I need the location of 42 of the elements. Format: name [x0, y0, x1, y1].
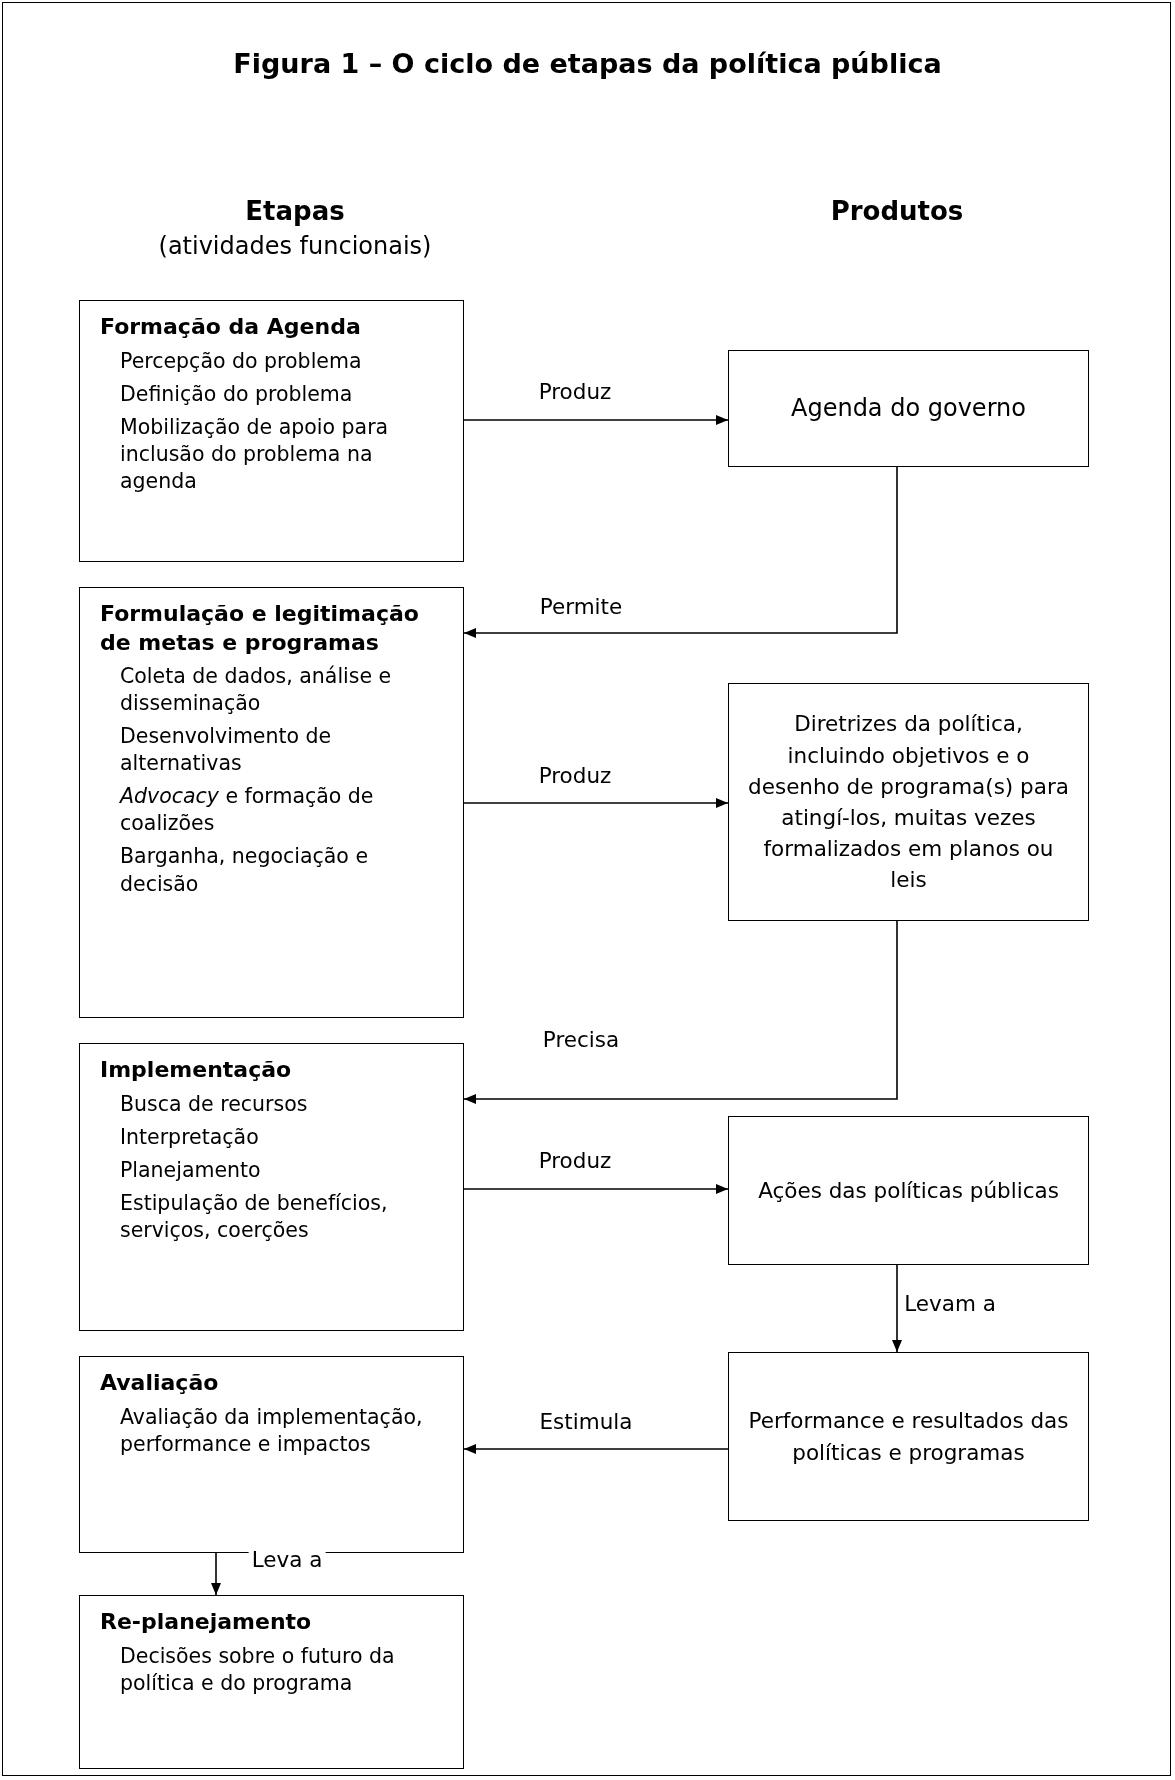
activity-text: Interpretação [120, 1123, 260, 1151]
arrow [463, 1184, 729, 1194]
activity-text: Planejamento [120, 1156, 262, 1184]
activity-text: Estipulação de benefícios, serviços, coerções [120, 1189, 389, 1244]
column-subheading: (atividades funcionais) [158, 232, 432, 260]
product-text: Diretrizes da política, incluindo objetivos e o desenho de programa(s) para atingí-los, muitas vezes formalizados em planos ou leis [747, 710, 1070, 895]
product-box [728, 350, 1089, 467]
activity-text: Barganha, negociação e decisão [120, 843, 370, 898]
product-text: Ações das políticas públicas [758, 1176, 1059, 1205]
arrow [463, 1444, 729, 1454]
product-text: Agenda do governo [791, 393, 1026, 425]
activity-text: Coleta de dados, análise e disseminação [120, 663, 393, 718]
stage-box [79, 1043, 464, 1331]
stage-heading: Formação da Agenda [100, 313, 362, 341]
product-box [728, 683, 1089, 921]
arrow [463, 466, 898, 638]
stage-heading: Re-planejamento [100, 1608, 313, 1636]
product-box [728, 1116, 1089, 1265]
stage-box [79, 1595, 464, 1769]
column-heading: Produtos [830, 196, 964, 226]
stage-box [79, 1356, 464, 1553]
activity-text: Mobilização de apoio para inclusão do problema na agenda [120, 413, 390, 495]
activity-text: Definição do problema [120, 380, 354, 408]
arrow [211, 1552, 221, 1596]
activity-text: Percepção do problema [120, 347, 363, 375]
column-heading: Etapas [245, 196, 345, 226]
arrow [892, 1264, 902, 1353]
product-text: Performance e resultados das políticas e programas [747, 1407, 1070, 1467]
arrow [463, 798, 729, 808]
stage-heading: Avaliação [100, 1369, 220, 1397]
stage-box [79, 300, 464, 562]
arrow [463, 920, 898, 1104]
stage-box [79, 587, 464, 1018]
stage-heading: Formulação e legitimação de metas e programas [100, 600, 420, 657]
product-box [728, 1352, 1089, 1521]
activity-text: Busca de recursos [120, 1090, 309, 1118]
stage-heading: Implementação [100, 1056, 293, 1084]
activity-text: Decisões sobre o futuro da política e do programa [120, 1642, 396, 1697]
arrow [463, 415, 729, 425]
activity-text: Advocacy e formação de coalizões [120, 783, 375, 838]
figure-title: Figura 1 – O ciclo de etapas da política pública [232, 48, 943, 79]
activity-text: Avaliação da implementação, performance e impactos [120, 1403, 424, 1458]
